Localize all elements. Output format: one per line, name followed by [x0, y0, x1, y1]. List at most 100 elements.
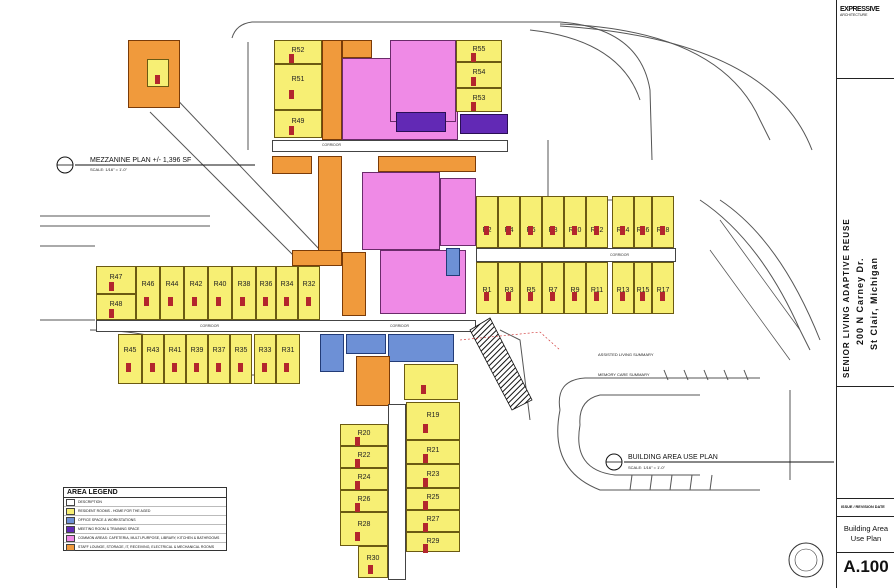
- title-divider-1: [837, 78, 894, 79]
- bed-icon: [155, 75, 160, 84]
- dining-area: [440, 178, 476, 246]
- core-orange-2: [318, 156, 342, 266]
- east-wing-bottom-row: R1 R3 R5 R7 R9 R11 R13 R15 R17: [476, 262, 676, 314]
- bed-icon: [572, 292, 577, 301]
- room-r14: R14: [612, 196, 634, 248]
- title-divider-2: [837, 386, 894, 387]
- title-divider-3: [837, 498, 894, 499]
- bed-icon: [484, 226, 489, 235]
- room-r15: R15: [634, 262, 652, 314]
- room-r54: R54: [456, 62, 502, 88]
- south-shared: [404, 364, 458, 400]
- bed-icon: [126, 363, 131, 372]
- south-wing-west: R20 R22 R24 R26 R28 R30: [340, 424, 388, 578]
- room-r49: R49: [274, 110, 322, 138]
- legend-row: OFFICE SPACE & WORKSTATIONS: [64, 516, 226, 525]
- room-r8: R8: [542, 196, 564, 248]
- bed-icon: [594, 292, 599, 301]
- room-r52: R52: [274, 40, 322, 64]
- firm-logo: EXPRESSIVE ARCHITECTURE: [840, 6, 880, 17]
- bed-icon: [216, 297, 221, 306]
- room-r36: R36: [256, 266, 276, 320]
- corridor-label-west: CORRIDOR: [200, 324, 220, 328]
- legend-swatch: [66, 498, 75, 506]
- room-r18: R18: [652, 196, 674, 248]
- main-plan-marker-icon: [605, 453, 834, 471]
- bed-icon: [528, 292, 533, 301]
- bed-icon: [263, 297, 268, 306]
- room-r13: R13: [612, 262, 634, 314]
- bed-icon: [471, 102, 476, 111]
- bed-icon: [423, 544, 428, 553]
- bed-icon: [620, 292, 625, 301]
- bed-icon: [423, 454, 428, 463]
- bed-icon: [471, 53, 476, 62]
- summary-assisted-living: ASSISTED LIVING SUMMARY: [598, 352, 654, 357]
- room-r41: R41: [164, 334, 186, 384]
- legend-swatch: [66, 525, 75, 533]
- title-divider-4: [837, 516, 894, 517]
- bed-icon: [240, 297, 245, 306]
- storage-area: [342, 40, 372, 58]
- room-r11: R11: [586, 262, 608, 314]
- bed-icon: [594, 226, 599, 235]
- legend-row: MEETING ROOM & TRAINING SPACE: [64, 525, 226, 534]
- bed-icon: [289, 54, 294, 63]
- bed-icon: [572, 226, 577, 235]
- bed-icon: [109, 282, 114, 291]
- room-r17: R17: [652, 262, 674, 314]
- lounge-library: [380, 250, 466, 314]
- room-r34: R34: [276, 266, 298, 320]
- room-r37: R37: [208, 334, 230, 384]
- project-city-vertical: St Clair, Michigan: [869, 256, 879, 350]
- bed-icon: [423, 424, 428, 433]
- room-r35: R35: [230, 334, 252, 384]
- main-plan-scale: SCALE: 1/16" = 1'-0": [628, 465, 666, 470]
- room-r42: R42: [184, 266, 208, 320]
- legend-row: RESIDENT ROOMS - HOME FOR THE AGED: [64, 507, 226, 516]
- room-r40: R40: [208, 266, 232, 320]
- legend-swatch: [66, 507, 75, 515]
- bed-icon: [484, 292, 489, 301]
- room-r46: R46: [136, 266, 160, 320]
- room-r55: R55: [456, 40, 502, 62]
- bed-icon: [262, 363, 267, 372]
- room-r30: R30: [358, 546, 388, 578]
- summary-memory-care: MEMORY CARE SUMMARY: [598, 372, 650, 377]
- bed-icon: [355, 437, 360, 446]
- core-office-1: [446, 248, 460, 276]
- legend-row: DESCRIPTION: [64, 498, 226, 507]
- sheet-title-line2: Use Plan: [850, 534, 882, 543]
- corridor-south: [388, 404, 406, 580]
- mezzanine-plan-block: [128, 40, 180, 108]
- west-wing-bottom-row: R45 R43 R41 R39 R37 R35 R33 R31: [118, 334, 300, 384]
- community-room: [362, 172, 440, 250]
- room-r4: R4: [498, 196, 520, 248]
- seal-stamp-icon: [788, 542, 824, 578]
- room-r38: R38: [232, 266, 256, 320]
- south-office-3: [388, 334, 454, 362]
- room-r43: R43: [142, 334, 164, 384]
- room-r26: R26: [340, 490, 388, 512]
- corridor-east: [476, 248, 676, 262]
- bed-icon: [216, 363, 221, 372]
- room-r1: R1: [476, 262, 498, 314]
- bed-icon: [660, 226, 665, 235]
- bed-icon: [172, 363, 177, 372]
- bed-icon: [506, 292, 511, 301]
- kitchen-support: [378, 156, 476, 172]
- bed-icon: [144, 297, 149, 306]
- bed-icon: [423, 501, 428, 510]
- east-wing-top-row: R2 R4 R6 R8 R10 R12 R14 R16 R18: [476, 196, 676, 248]
- room-r25: R25: [406, 488, 460, 510]
- bed-icon: [660, 292, 665, 301]
- project-name-vertical: SENIOR LIVING ADAPTIVE REUSE: [842, 218, 851, 378]
- staff-area: [322, 40, 342, 140]
- bed-icon: [284, 363, 289, 372]
- bed-icon: [640, 226, 645, 235]
- room-r20: R20: [340, 424, 388, 446]
- mezzanine-plan-scale: SCALE: 1/16" = 1'-0": [90, 167, 128, 172]
- bed-icon: [355, 532, 360, 541]
- south-wing-east: R19 R21 R23 R25 R27 R29: [406, 402, 460, 553]
- room-r32: R32: [298, 266, 320, 320]
